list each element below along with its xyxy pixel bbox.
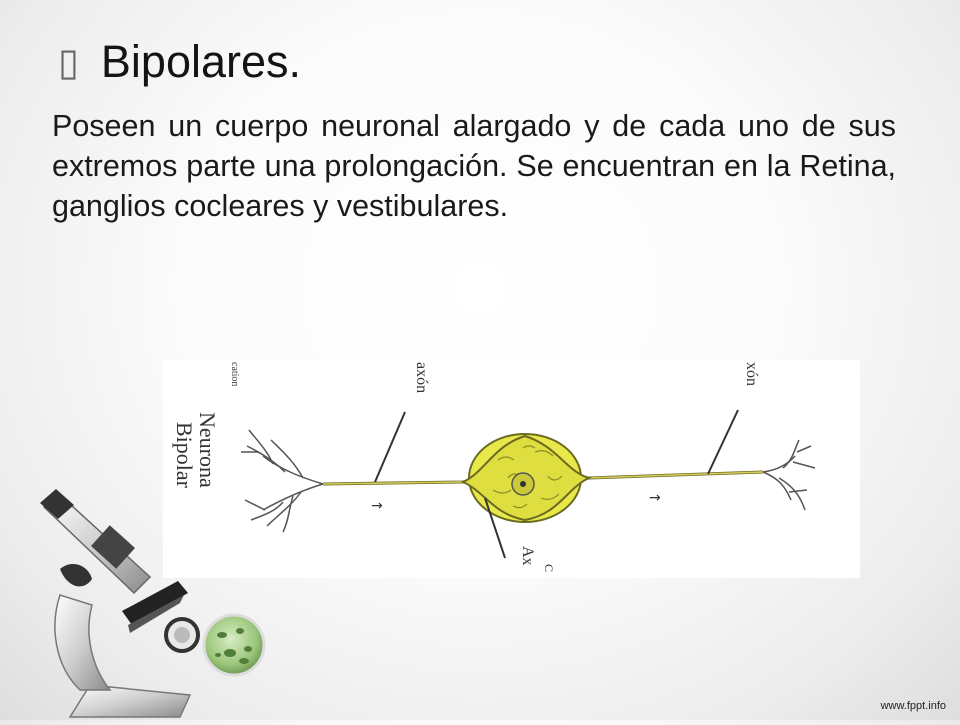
slide-title: ▯ Bipolares. xyxy=(58,32,301,92)
label-axon-left: axón xyxy=(413,362,430,393)
site-credit: www.fppt.info xyxy=(880,700,946,712)
bullet-icon: ▯ xyxy=(58,40,79,84)
side-title-neurona: Neurona xyxy=(195,412,220,488)
microscope-icon xyxy=(30,485,280,720)
title-text: Bipolares. xyxy=(100,36,302,87)
neuron-diagram-svg: Neurona Bipolar cation xyxy=(172,362,816,572)
neuron-diagram: Neurona Bipolar cation xyxy=(163,360,860,578)
cell-body xyxy=(460,433,592,523)
label-dendrita: cation xyxy=(229,362,240,386)
left-dendrites xyxy=(241,429,324,533)
label-bottom-small: C xyxy=(542,564,556,572)
side-title-bipolar: Bipolar xyxy=(172,422,197,489)
label-axon-right: xón xyxy=(743,362,760,386)
direction-arrow-right: → xyxy=(649,490,661,506)
pointer-lines xyxy=(374,409,739,559)
body-text: Poseen un cuerpo neuronal alargado y de … xyxy=(52,109,896,223)
label-bottom: Ax xyxy=(519,546,536,566)
petri-dish-icon xyxy=(202,613,266,677)
direction-arrow-left: → xyxy=(371,498,383,514)
right-dendrites xyxy=(762,439,816,511)
